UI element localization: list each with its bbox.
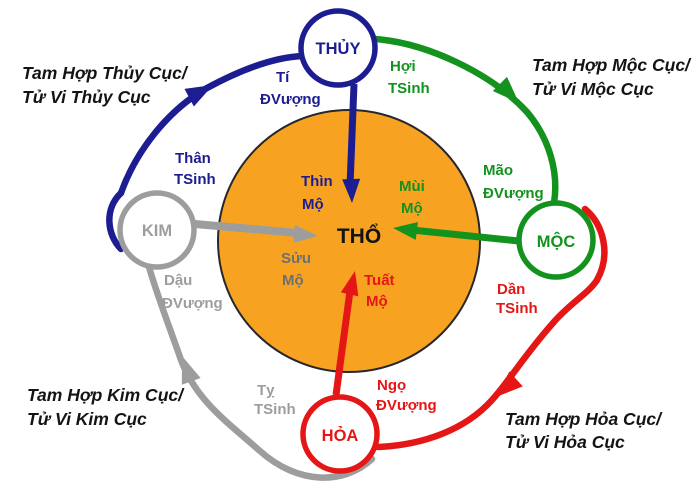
tuat-mo-line1: Tuất <box>364 272 395 289</box>
arrow-kim-to-tho <box>194 220 299 237</box>
tho-label: THỔ <box>337 224 381 248</box>
caption-tam-hop-kim-cuc: Tam Hợp Kim Cục/ Tử Vi Kim Cục <box>27 385 185 429</box>
label-thin-mo: Thìn Mộ <box>301 173 333 213</box>
dau-line2: ĐVượng <box>162 295 223 312</box>
thuy-water-circle <box>298 8 378 88</box>
hoi-line1: Hợi <box>390 58 416 75</box>
caption-top-left-line2: Tử Vi Thủy Cục <box>22 87 151 107</box>
label-ngo-dvuong: Ngọ ĐVượng <box>376 377 437 414</box>
caption-bottom-left-line1: Tam Hợp Kim Cục/ <box>27 385 185 405</box>
dau-line1: Dậu <box>164 272 192 289</box>
hoa-fire-circle <box>300 394 380 474</box>
label-suu-mo: Sửu Mộ <box>281 250 311 289</box>
label-ti-dvuong: Tí ĐVượng <box>260 69 321 108</box>
thuy-label: THỦY <box>316 39 361 58</box>
moc-label: MỘC <box>537 232 576 251</box>
ngo-line1: Ngọ <box>377 377 406 394</box>
label-tuat-mo: Tuất Mộ <box>364 272 395 310</box>
than-line1: Thân <box>175 150 211 167</box>
than-line2: TSinh <box>174 171 216 188</box>
kim-metal-circle <box>117 190 197 270</box>
arc-thuy-to-moc <box>371 35 559 207</box>
label-mao-dvuong: Mão ĐVượng <box>483 162 544 202</box>
hoa-label: HỎA <box>322 426 359 445</box>
arrowhead-moc-to-tho-icon <box>393 221 418 240</box>
thin-mo-line2: Mộ <box>302 196 324 213</box>
kim-label: KIM <box>142 222 172 240</box>
label-mui-mo: Mùi Mộ <box>399 178 425 217</box>
ti-line1: Tí <box>276 69 290 86</box>
caption-top-left-line1: Tam Hợp Thủy Cục/ <box>22 63 189 83</box>
label-dan-tsinh: Dần TSinh <box>496 281 538 317</box>
arrowhead-moc-to-hoa-icon <box>496 371 523 397</box>
caption-top-right-line1: Tam Hợp Mộc Cục/ <box>532 55 692 75</box>
arrowhead-thuy-to-moc-icon <box>492 76 519 103</box>
moc-wood-circle <box>516 200 596 280</box>
caption-tam-hop-thuy-cuc: Tam Hợp Thủy Cục/ Tử Vi Thủy Cục <box>22 63 189 107</box>
arrowhead-hoa-to-tho-icon <box>340 271 359 297</box>
caption-bottom-right-line2: Tử Vi Hỏa Cục <box>505 432 625 452</box>
caption-tam-hop-hoa-cuc: Tam Hợp Hỏa Cục/ Tử Vi Hỏa Cục <box>505 409 663 452</box>
dan-line2: TSinh <box>496 300 538 317</box>
arrowhead-kim-to-tho-icon <box>293 224 318 243</box>
suu-mo-line1: Sửu <box>281 250 311 267</box>
tuat-mo-line2: Mộ <box>366 293 388 310</box>
mui-mo-line2: Mộ <box>401 200 423 217</box>
mao-line2: ĐVượng <box>483 185 544 202</box>
caption-tam-hop-moc-cuc: Tam Hợp Mộc Cục/ Tử Vi Mộc Cục <box>532 55 692 99</box>
arrowhead-kim-to-thuy-icon <box>184 85 213 107</box>
caption-bottom-left-line2: Tử Vi Kim Cục <box>27 409 147 429</box>
tho-earth-circle <box>217 109 481 373</box>
label-hoi-tsinh: Hợi TSinh <box>388 58 430 97</box>
arrow-thuy-to-tho <box>346 83 358 187</box>
mao-line1: Mão <box>483 162 513 179</box>
hoi-line2: TSinh <box>388 80 430 97</box>
arc-moc-to-hoa <box>374 205 608 451</box>
label-dau-dvuong: Dậu ĐVượng <box>162 272 223 312</box>
caption-top-right-line2: Tử Vi Mộc Cục <box>532 79 654 99</box>
arrow-hoa-to-tho <box>332 290 354 396</box>
arrowhead-thuy-to-tho-icon <box>342 178 361 203</box>
arrow-moc-to-tho <box>411 226 520 245</box>
ngo-line2: ĐVượng <box>376 397 437 414</box>
mui-mo-line1: Mùi <box>399 178 425 195</box>
arc-hoa-to-kim <box>145 263 376 481</box>
ti-line2: ĐVượng <box>260 91 321 108</box>
dan-line1: Dần <box>497 281 525 298</box>
arrowhead-hoa-to-kim-icon <box>181 356 201 385</box>
caption-bottom-right-line1: Tam Hợp Hỏa Cục/ <box>505 409 663 429</box>
ty-line1: Tỵ <box>257 382 275 399</box>
label-than-tsinh: Thân TSinh <box>174 150 216 188</box>
ty-line2: TSinh <box>254 401 296 418</box>
arc-kim-to-thuy <box>106 52 307 253</box>
suu-mo-line2: Mộ <box>282 272 304 289</box>
thin-mo-line1: Thìn <box>301 173 333 190</box>
label-ty-tsinh: Tỵ TSinh <box>254 382 296 418</box>
